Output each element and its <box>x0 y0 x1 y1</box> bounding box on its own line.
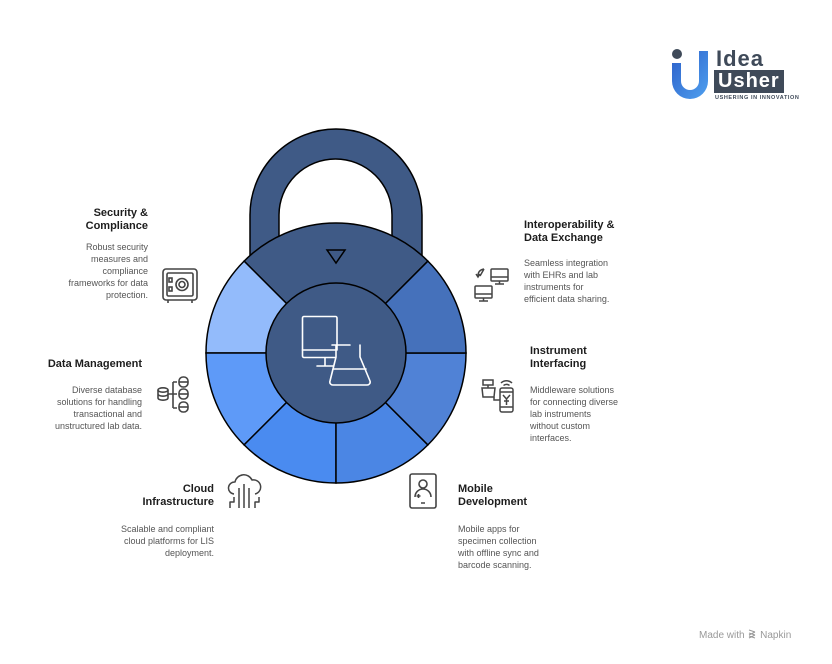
made-with-napkin: Made with Napkin <box>699 629 791 641</box>
napkin-brand: Napkin <box>760 630 792 641</box>
item-title: Data Management <box>47 358 142 370</box>
logo-tagline: USHERING IN INNOVATION <box>715 95 800 101</box>
mobile-user-icon <box>409 473 437 509</box>
monitor-exchange-icon <box>474 268 509 302</box>
item-interoperability: Interoperability &Data Exchange Seamless… <box>524 219 654 305</box>
logo-word-idea: Idea <box>716 46 765 71</box>
padlock-shackle <box>249 128 423 266</box>
computer-flask-icon <box>301 315 371 386</box>
instrument-phone-icon <box>481 379 514 413</box>
item-title: Security &Compliance <box>85 207 148 232</box>
idea-usher-logo: Idea Usher USHERING IN INNOVATION <box>668 46 808 106</box>
database-tree-icon <box>157 376 189 413</box>
made-with-label: Made with <box>699 630 745 641</box>
item-title: Interoperability &Data Exchange <box>524 219 615 244</box>
safe-icon <box>162 268 198 303</box>
cloud-circuit-icon <box>227 474 262 508</box>
logo-u-icon <box>672 49 708 99</box>
triangle-pointer-icon <box>325 249 347 265</box>
logo-word-usher: Usher <box>714 70 784 93</box>
napkin-logo-icon <box>749 629 756 639</box>
